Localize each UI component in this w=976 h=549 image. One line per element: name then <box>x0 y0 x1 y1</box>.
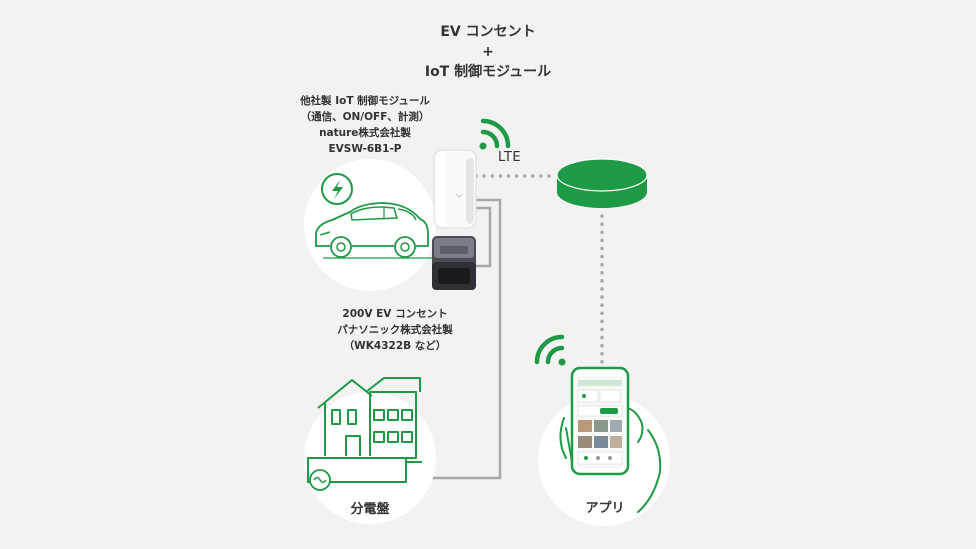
wiring-lines <box>406 198 502 480</box>
outlet-label-line-2: パナソニック株式会社製 <box>337 324 453 336</box>
lte-label: LTE <box>498 150 522 165</box>
ev-outlet-device <box>432 236 476 290</box>
outlet-label-line-1: 200V EV コンセント <box>342 308 448 320</box>
title-line-1: EV コンセント <box>440 24 536 40</box>
title-plus: + <box>482 44 494 60</box>
page-title: EV コンセント + IoT 制御モジュール <box>388 22 588 82</box>
distribution-board-label: 分電盤 <box>350 502 390 517</box>
app-label: アプリ <box>585 501 625 516</box>
lte-connection <box>474 174 604 372</box>
ev-car-icon <box>304 159 440 291</box>
title-line-2: IoT 制御モジュール <box>424 64 552 80</box>
module-label-line-4: EVSW-6B1-P <box>328 143 402 155</box>
distribution-board-icon <box>307 456 407 491</box>
module-label-line-2: （通信、ON/OFF、計測） <box>300 111 430 123</box>
module-label-line-1: 他社製 IoT 制御モジュール <box>300 95 430 107</box>
wifi-signal-icon <box>479 118 511 150</box>
cloud-server-icon <box>556 158 648 208</box>
outlet-label-line-3: （WK4322B など） <box>343 340 447 352</box>
iot-module-label: 他社製 IoT 制御モジュール （通信、ON/OFF、計測） nature株式会… <box>290 93 440 157</box>
module-label-line-3: nature株式会社製 <box>319 127 411 139</box>
ev-outlet-label: 200V EV コンセント パナソニック株式会社製 （WK4322B など） <box>320 306 470 354</box>
wifi-signal-icon <box>534 334 566 366</box>
smartphone-hand-icon <box>538 366 670 526</box>
lightning-icon <box>332 180 343 199</box>
iot-module-device <box>433 149 477 229</box>
